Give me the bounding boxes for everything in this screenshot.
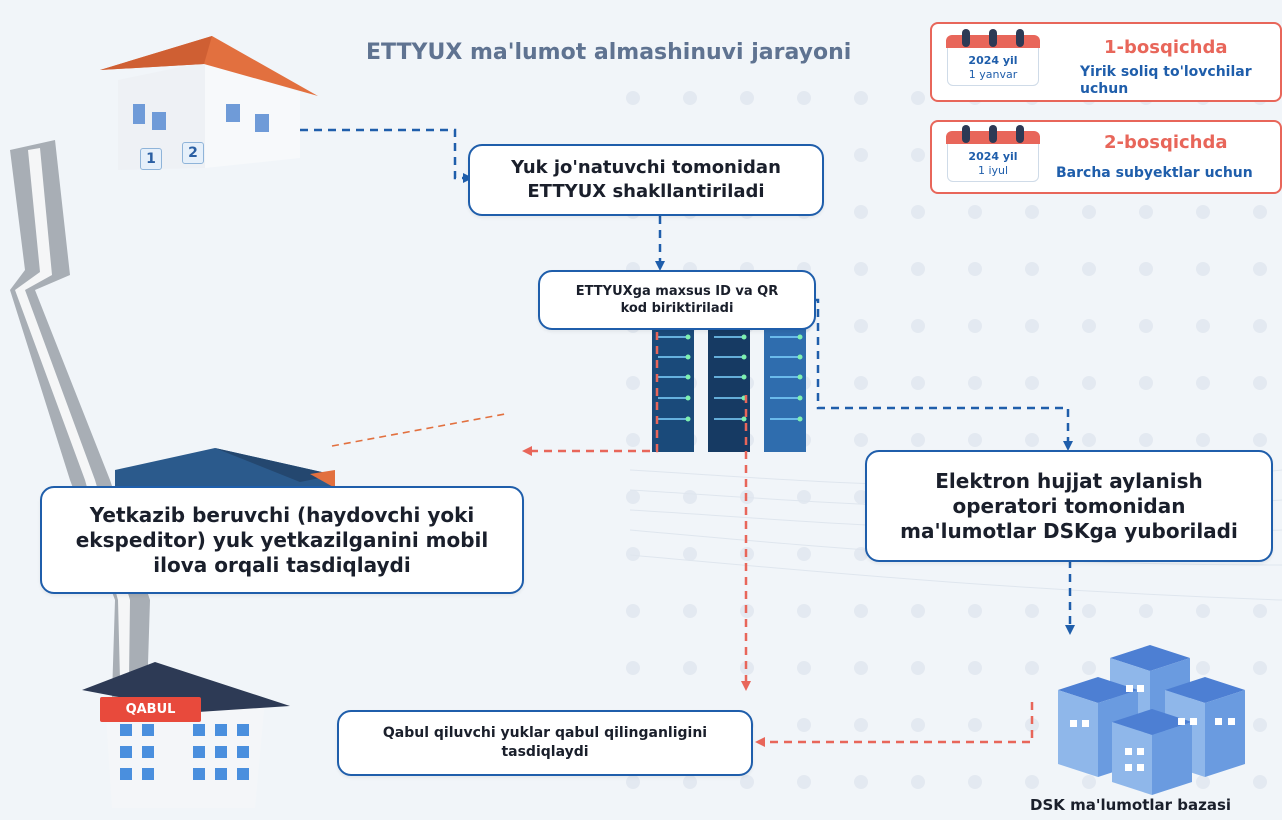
stage-card-1: 2024 yil 1 yanvar 1-bosqichda Yirik soli…: [930, 22, 1282, 102]
stage-1-title: 1-bosqichda: [1104, 37, 1228, 58]
truck-icon: [115, 448, 335, 490]
step-supplier-box: Yetkazib beruvchi (haydovchi yoki eksped…: [40, 486, 524, 594]
step-shipper-box: Yuk jo'natuvchi tomonidan ETTYUX shaklla…: [468, 144, 824, 216]
database-label: DSK ma'lumotlar bazasi: [1030, 796, 1232, 814]
flow-arrows: [300, 128, 1075, 747]
road-icon: [10, 140, 150, 760]
database-buildings-icon: [1058, 645, 1245, 795]
page-title: ETTYUX ma'lumot almashinuvi jarayoni: [366, 40, 852, 65]
stage-2-description: Barcha subyektlar uchun: [1056, 165, 1253, 181]
warehouse-sign: QABUL: [100, 697, 201, 722]
house-number-1: 1: [140, 148, 162, 170]
stage-2-year: 2024 yil: [968, 150, 1018, 163]
warehouse-icon: [82, 662, 290, 808]
calendar-icon: 2024 yil 1 yanvar: [946, 29, 1040, 86]
step-id-qr-box: ETTYUXga maxsus ID va QR kod biriktirila…: [538, 270, 816, 330]
house-number-2: 2: [182, 142, 204, 164]
step-receiver-box: Qabul qiluvchi yuklar qabul qilinganligi…: [337, 710, 753, 776]
stage-card-2: 2024 yil 1 iyul 2-bosqichda Barcha subye…: [930, 120, 1282, 194]
calendar-icon: 2024 yil 1 iyul: [946, 125, 1040, 182]
stage-2-title: 2-bosqichda: [1104, 132, 1228, 153]
step-operator-box: Elektron hujjat aylanish operatori tomon…: [865, 450, 1273, 562]
server-rack-icon: [652, 328, 806, 452]
stage-1-year: 2024 yil: [968, 54, 1018, 67]
stage-1-date: 1 yanvar: [968, 68, 1018, 81]
stage-1-description: Yirik soliq to'lovchilar uchun: [1080, 64, 1252, 97]
house-icon: [100, 36, 318, 170]
stage-2-date: 1 iyul: [977, 164, 1009, 177]
